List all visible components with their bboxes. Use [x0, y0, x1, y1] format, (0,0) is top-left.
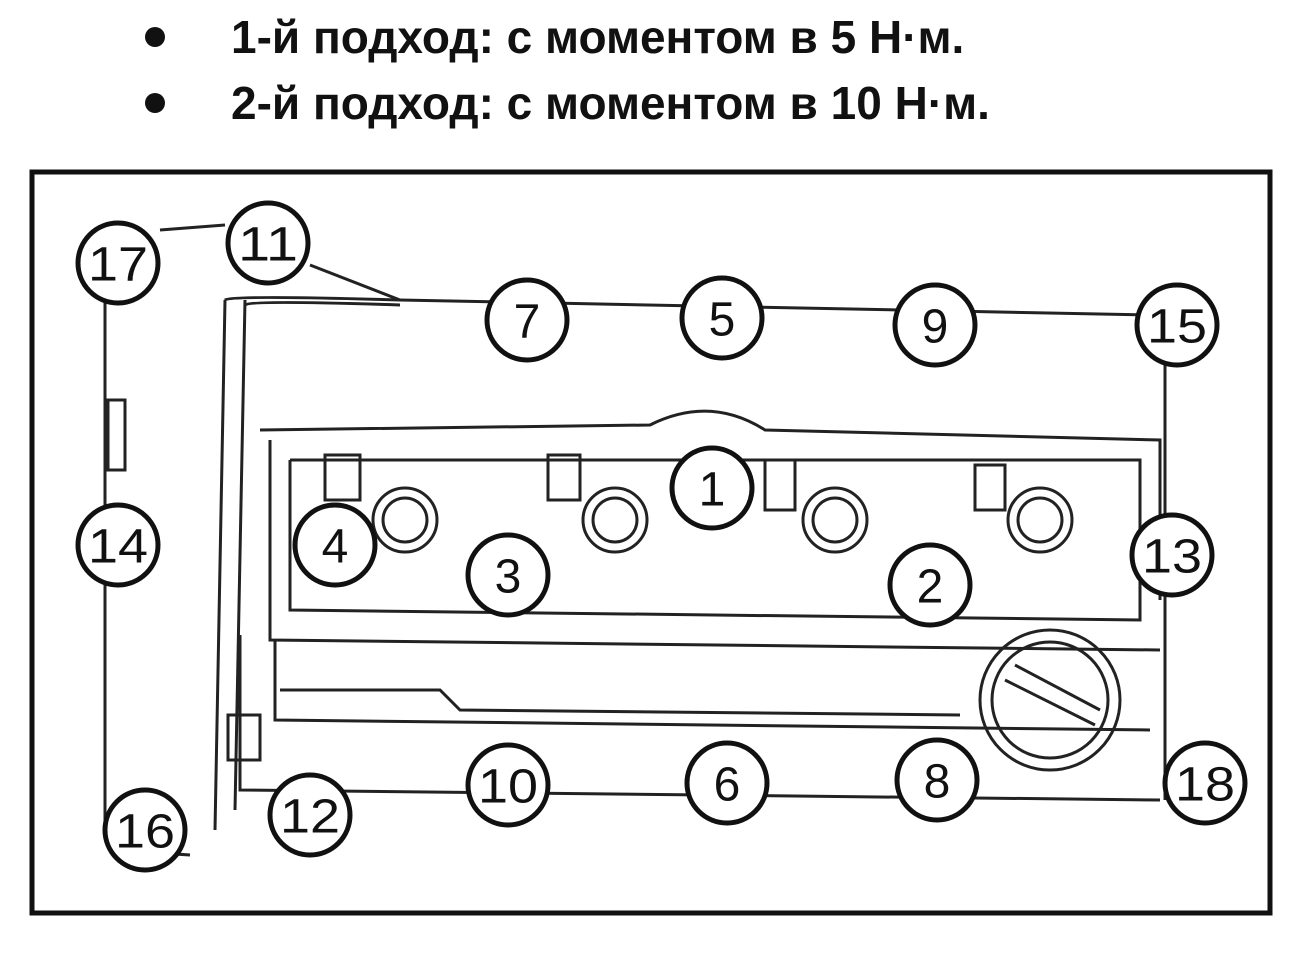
bolt-marker-1: 1 [669, 445, 755, 531]
bolt-circle [267, 772, 353, 858]
bolt-marker-15: 15 [1134, 282, 1220, 368]
diagram-frame [29, 169, 1273, 916]
bolt-marker-14: 14 [75, 502, 161, 588]
bolt-marker-16: 16 [102, 787, 188, 873]
bolt-circle [75, 502, 161, 588]
bolt-marker-13: 13 [1129, 512, 1215, 598]
bolt-number: 12 [280, 791, 340, 844]
instruction-text: 2-й подход: с моментом в 10 Н·м. [231, 77, 990, 129]
bolt-number: 4 [322, 521, 349, 574]
bolt-circle [1162, 740, 1248, 826]
bolt-circle [75, 220, 161, 306]
bolt-circle [484, 277, 570, 363]
bolt-number: 1 [699, 464, 726, 517]
bolt-marker-7: 7 [484, 277, 570, 363]
bolt-circle [1134, 282, 1220, 368]
bolt-marker-3: 3 [465, 532, 551, 618]
bolt-number: 10 [478, 761, 538, 814]
bolt-marker-8: 8 [894, 737, 980, 823]
bolt-marker-17: 17 [75, 220, 161, 306]
bolt-marker-5: 5 [679, 275, 765, 361]
bolt-number: 7 [514, 296, 541, 349]
bolt-number: 17 [88, 239, 148, 292]
bolt-circle [669, 445, 755, 531]
bolt-number: 6 [714, 759, 741, 812]
bullet-icon [145, 93, 165, 113]
bolt-number: 5 [709, 294, 736, 347]
bolt-number: 9 [922, 301, 949, 354]
bullet-icon [145, 27, 165, 47]
bolt-number: 11 [238, 219, 298, 272]
bolt-circle [102, 787, 188, 873]
bolt-marker-2: 2 [887, 542, 973, 628]
bolt-marker-4: 4 [292, 502, 378, 588]
bolt-number: 13 [1142, 531, 1202, 584]
bolt-circle [225, 200, 311, 286]
bolt-marker-11: 11 [225, 200, 311, 286]
instruction-text: 1-й подход: с моментом в 5 Н·м. [231, 11, 965, 63]
bolt-circle [292, 502, 378, 588]
bolt-number: 18 [1175, 759, 1235, 812]
bolt-circle [1129, 512, 1215, 598]
bolt-circle [465, 532, 551, 618]
bolt-number: 14 [88, 521, 148, 574]
bolt-marker-12: 12 [267, 772, 353, 858]
bolt-circle [887, 542, 973, 628]
bolt-number: 3 [495, 551, 522, 604]
bolt-circle [894, 737, 980, 823]
instruction-step-2: 2-й подход: с моментом в 10 Н·м. [145, 76, 990, 130]
bolt-circle [892, 282, 978, 368]
bolt-number: 15 [1147, 301, 1207, 354]
valve-cover-outline [103, 223, 1167, 857]
bolt-marker-9: 9 [892, 282, 978, 368]
bolt-marker-6: 6 [684, 740, 770, 826]
bolt-marker-10: 10 [465, 742, 551, 828]
bolt-circle [465, 742, 551, 828]
bolt-number: 16 [115, 806, 175, 859]
instruction-step-1: 1-й подход: с моментом в 5 Н·м. [145, 10, 964, 64]
bolt-number: 2 [917, 561, 944, 614]
bolt-circle [679, 275, 765, 361]
bolt-marker-18: 18 [1162, 740, 1248, 826]
bolt-number: 8 [924, 756, 951, 809]
bolt-circle [684, 740, 770, 826]
